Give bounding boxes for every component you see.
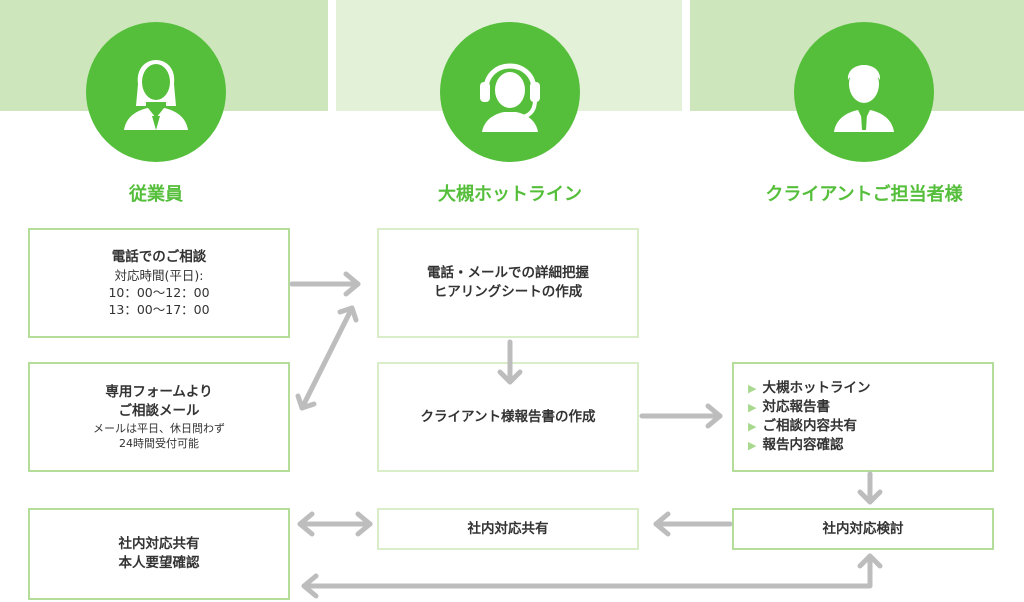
triangle-bullet-icon: ▶	[748, 420, 757, 433]
client-report-box: ▶大槻ホットライン ▶対応報告書 ▶ご相談内容共有 ▶報告内容確認	[732, 362, 994, 472]
list-item: ▶ご相談内容共有	[748, 418, 857, 434]
list-item: ▶報告内容確認	[748, 437, 844, 453]
hearing-line-1: 電話・メールでの詳細把握	[427, 265, 589, 281]
report-creation-text: クライアント様報告書の作成	[420, 408, 596, 425]
role-title-employee: 従業員	[129, 184, 183, 205]
form-consultation-note-2: 24時間受付可能	[119, 437, 199, 450]
business-hours-afternoon: 13：00〜17：00	[108, 302, 210, 317]
form-consultation-box: 専用フォームより ご相談メール メールは平日、休日問わず 24時間受付可能	[28, 362, 290, 472]
client-report-list: ▶大槻ホットライン ▶対応報告書 ▶ご相談内容共有 ▶報告内容確認	[748, 379, 870, 455]
employee-avatar	[86, 22, 226, 162]
phone-consultation-title: 電話でのご相談	[111, 249, 207, 265]
form-consultation-title-2: ご相談メール	[118, 403, 200, 419]
employee-share-line-1: 社内対応共有	[118, 536, 200, 552]
triangle-bullet-icon: ▶	[748, 401, 757, 414]
form-consultation-note-1: メールは平日、休日問わず	[93, 422, 225, 435]
client-review-box: 社内対応検討	[732, 508, 994, 550]
employee-share-box: 社内対応共有 本人要望確認	[28, 508, 290, 600]
phone-consultation-box: 電話でのご相談 対応時間(平日): 10：00〜12：00 13：00〜17：0…	[28, 228, 290, 338]
employee-share-line-2: 本人要望確認	[118, 555, 200, 571]
client-review-text: 社内対応検討	[822, 520, 904, 537]
arrow-hearing-form-double	[299, 305, 355, 411]
triangle-bullet-icon: ▶	[748, 439, 757, 452]
list-item: ▶対応報告書	[748, 399, 830, 415]
hearing-line-2: ヒアリングシートの作成	[433, 284, 583, 300]
arrow-employee-client-loop	[301, 553, 873, 589]
triangle-bullet-icon: ▶	[748, 382, 757, 395]
client-avatar	[794, 22, 934, 162]
business-hours-label: 対応時間(平日):	[114, 268, 204, 283]
female-user-icon	[124, 60, 188, 130]
form-consultation-title-1: 専用フォームより	[105, 384, 213, 400]
role-title-hotline: 大槻ホットライン	[438, 184, 582, 205]
male-user-icon	[834, 65, 894, 132]
headset-operator-icon	[480, 63, 540, 132]
hotline-share-box: 社内対応共有	[377, 508, 639, 550]
hotline-share-text: 社内対応共有	[467, 520, 549, 537]
list-item: ▶大槻ホットライン	[748, 380, 871, 396]
role-title-client: クライアントご担当者様	[765, 184, 963, 205]
hearing-box: 電話・メールでの詳細把握 ヒアリングシートの作成	[377, 228, 639, 338]
business-hours-morning: 10：00〜12：00	[108, 285, 210, 300]
report-creation-box: クライアント様報告書の作成	[377, 362, 639, 472]
hotline-avatar	[440, 22, 580, 162]
